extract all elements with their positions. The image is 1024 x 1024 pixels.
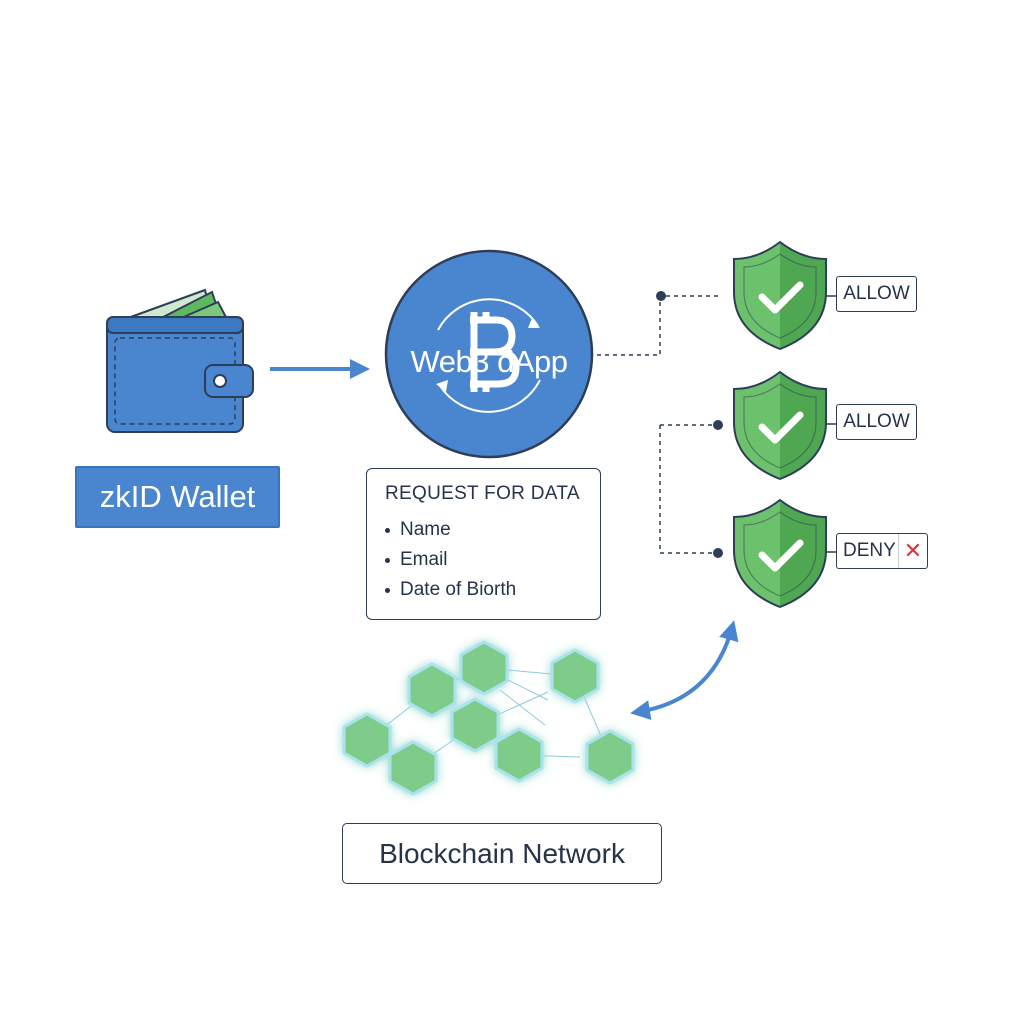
crypto-sync-icon [436, 298, 541, 413]
blockchain-network [342, 640, 635, 796]
request-item-dob: Date of Biorth [400, 579, 517, 600]
request-item-name: Name [400, 519, 451, 540]
bullet-icon [385, 527, 390, 533]
shield-check-icon [733, 240, 827, 351]
deny-label: DENY [843, 540, 896, 561]
connector-dot [713, 420, 723, 430]
network-label: Blockchain Network [342, 823, 662, 884]
connector-dot [713, 548, 723, 558]
allow-badge-1: ALLOW [836, 276, 917, 312]
shield-check-icon [733, 370, 827, 481]
list-item: Email [385, 545, 600, 575]
allow-badge-2: ALLOW [836, 404, 917, 440]
list-item: Date of Biorth [385, 575, 600, 605]
hexagon-node-icon [342, 640, 635, 796]
bullet-icon [385, 587, 390, 593]
network-sync-arrow [630, 620, 739, 720]
wallet-label: zkID Wallet [75, 466, 280, 528]
dapp-node [384, 249, 594, 459]
shield-check-icon [733, 498, 827, 609]
close-icon: ✕ [898, 534, 927, 568]
bullet-icon [385, 557, 390, 563]
deny-badge: DENY ✕ [836, 533, 928, 569]
request-list: Name Email Date of Biorth [385, 515, 600, 605]
decision-connectors [597, 295, 720, 554]
request-title: REQUEST FOR DATA [385, 483, 580, 504]
dapp-title: Web3 dApp [410, 344, 568, 379]
wallet-icon [106, 288, 254, 433]
data-request-card: REQUEST FOR DATA Name Email Date of Bior… [366, 468, 601, 620]
request-item-email: Email [400, 549, 448, 570]
list-item: Name [385, 515, 600, 545]
connector-dot [656, 291, 666, 301]
